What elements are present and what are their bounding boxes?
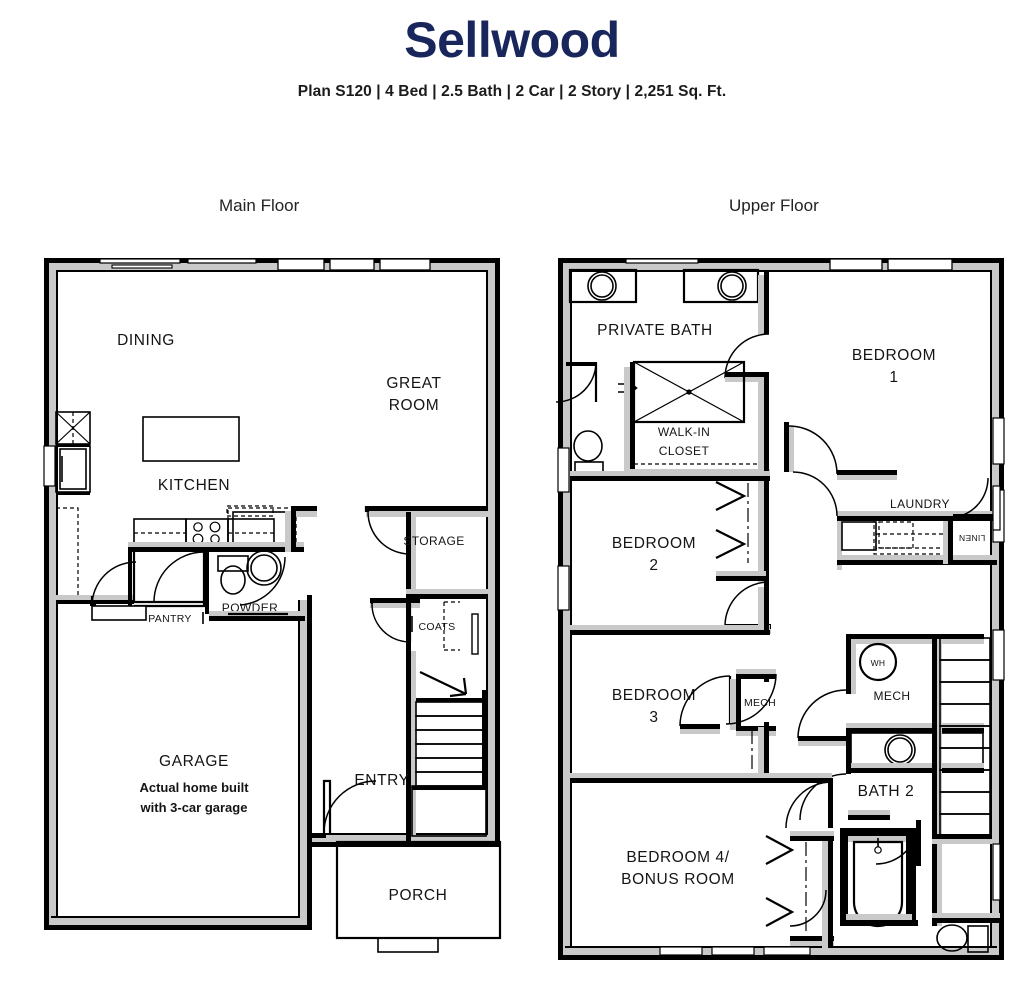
room-label-bedroom-3-line2: 3	[649, 709, 658, 726]
room-label-kitchen: KITCHEN	[158, 477, 230, 494]
room-label-water-heater: WH	[871, 658, 886, 668]
main-floor-stairs	[406, 646, 487, 842]
main-floor-windows	[43, 258, 431, 487]
room-label-great-room-line1: GREAT	[386, 375, 441, 392]
kitchen-island	[142, 416, 240, 462]
garage-note-line2: with 3-car garage	[140, 800, 248, 815]
room-label-bedroom-4-line1: BEDROOM 4/	[626, 849, 729, 866]
mech-water-heater-room: WH MECH	[797, 634, 984, 774]
page-title: Sellwood	[404, 12, 620, 68]
bedroom-3: BEDROOM 3	[570, 625, 770, 734]
room-label-dining: DINING	[117, 332, 175, 349]
room-label-bedroom-1-line1: BEDROOM	[852, 347, 936, 364]
room-label-mech-hall: MECH	[744, 697, 776, 709]
coats-closet: COATS	[370, 598, 479, 655]
room-label-pantry: PANTRY	[148, 613, 191, 625]
upper-floor-stairs	[932, 634, 1001, 953]
room-label-storage: STORAGE	[403, 534, 464, 548]
bedroom-2: BEDROOM 2	[570, 471, 771, 634]
room-label-bedroom-2-line2: 2	[649, 557, 658, 574]
room-label-mech-upper: MECH	[874, 689, 911, 703]
bath-2: BATH 2	[799, 773, 921, 928]
upper-floor-plan: PRIVATE BATH	[555, 258, 1005, 960]
room-label-bedroom-4-line2: BONUS ROOM	[621, 871, 735, 888]
upper-floor-label: Upper Floor	[729, 196, 819, 215]
room-label-walk-in-closet-line2: CLOSET	[659, 444, 710, 458]
page-header: Sellwood Plan S120 | 4 Bed | 2.5 Bath | …	[0, 0, 1024, 101]
main-floor-plan: DINING GREAT ROOM KITCHEN	[43, 258, 502, 953]
room-label-walk-in-closet-line1: WALK-IN	[658, 425, 710, 439]
room-label-bedroom-2-line1: BEDROOM	[612, 535, 696, 552]
room-label-private-bath: PRIVATE BATH	[597, 322, 713, 339]
room-label-bedroom-3-line1: BEDROOM	[612, 687, 696, 704]
bedroom-4-bonus-room: BEDROOM 4/ BONUS ROOM	[570, 773, 834, 948]
garage-entry-door	[90, 561, 147, 621]
floor-labels: Main Floor Upper Floor	[0, 196, 1024, 226]
plan-specs: Plan S120 | 4 Bed | 2.5 Bath | 2 Car | 2…	[297, 82, 727, 100]
room-label-bedroom-1-line2: 1	[889, 369, 898, 386]
room-label-great-room-line2: ROOM	[389, 397, 440, 414]
main-exterior-walls	[44, 258, 500, 930]
porch: PORCH	[335, 840, 502, 953]
room-label-entry: ENTRY	[354, 772, 409, 789]
front-door	[312, 779, 377, 838]
main-floor-label: Main Floor	[219, 196, 300, 215]
mech-hall: MECH	[725, 669, 777, 778]
room-label-linen: LINEN	[959, 533, 986, 543]
bedroom-1-door	[784, 422, 897, 480]
powder-room: POWDER	[205, 550, 305, 621]
laundry-room: LAUNDRY LINEN	[792, 471, 1001, 570]
room-label-bath-2: BATH 2	[858, 783, 915, 800]
upper-hall-walls	[758, 582, 769, 630]
kitchen-left-appliances	[55, 411, 134, 604]
room-label-laundry: LAUNDRY	[890, 497, 950, 511]
floor-plan-stage: DINING GREAT ROOM KITCHEN	[0, 250, 1024, 984]
room-label-porch: PORCH	[389, 887, 448, 904]
storage-closet: STORAGE	[364, 506, 488, 599]
room-label-coats: COATS	[419, 621, 456, 633]
upper-floor-windows	[557, 258, 1005, 956]
garage-note-line1: Actual home built	[139, 780, 249, 795]
kitchen-counter-run	[128, 505, 317, 552]
room-label-garage: GARAGE	[159, 753, 229, 770]
